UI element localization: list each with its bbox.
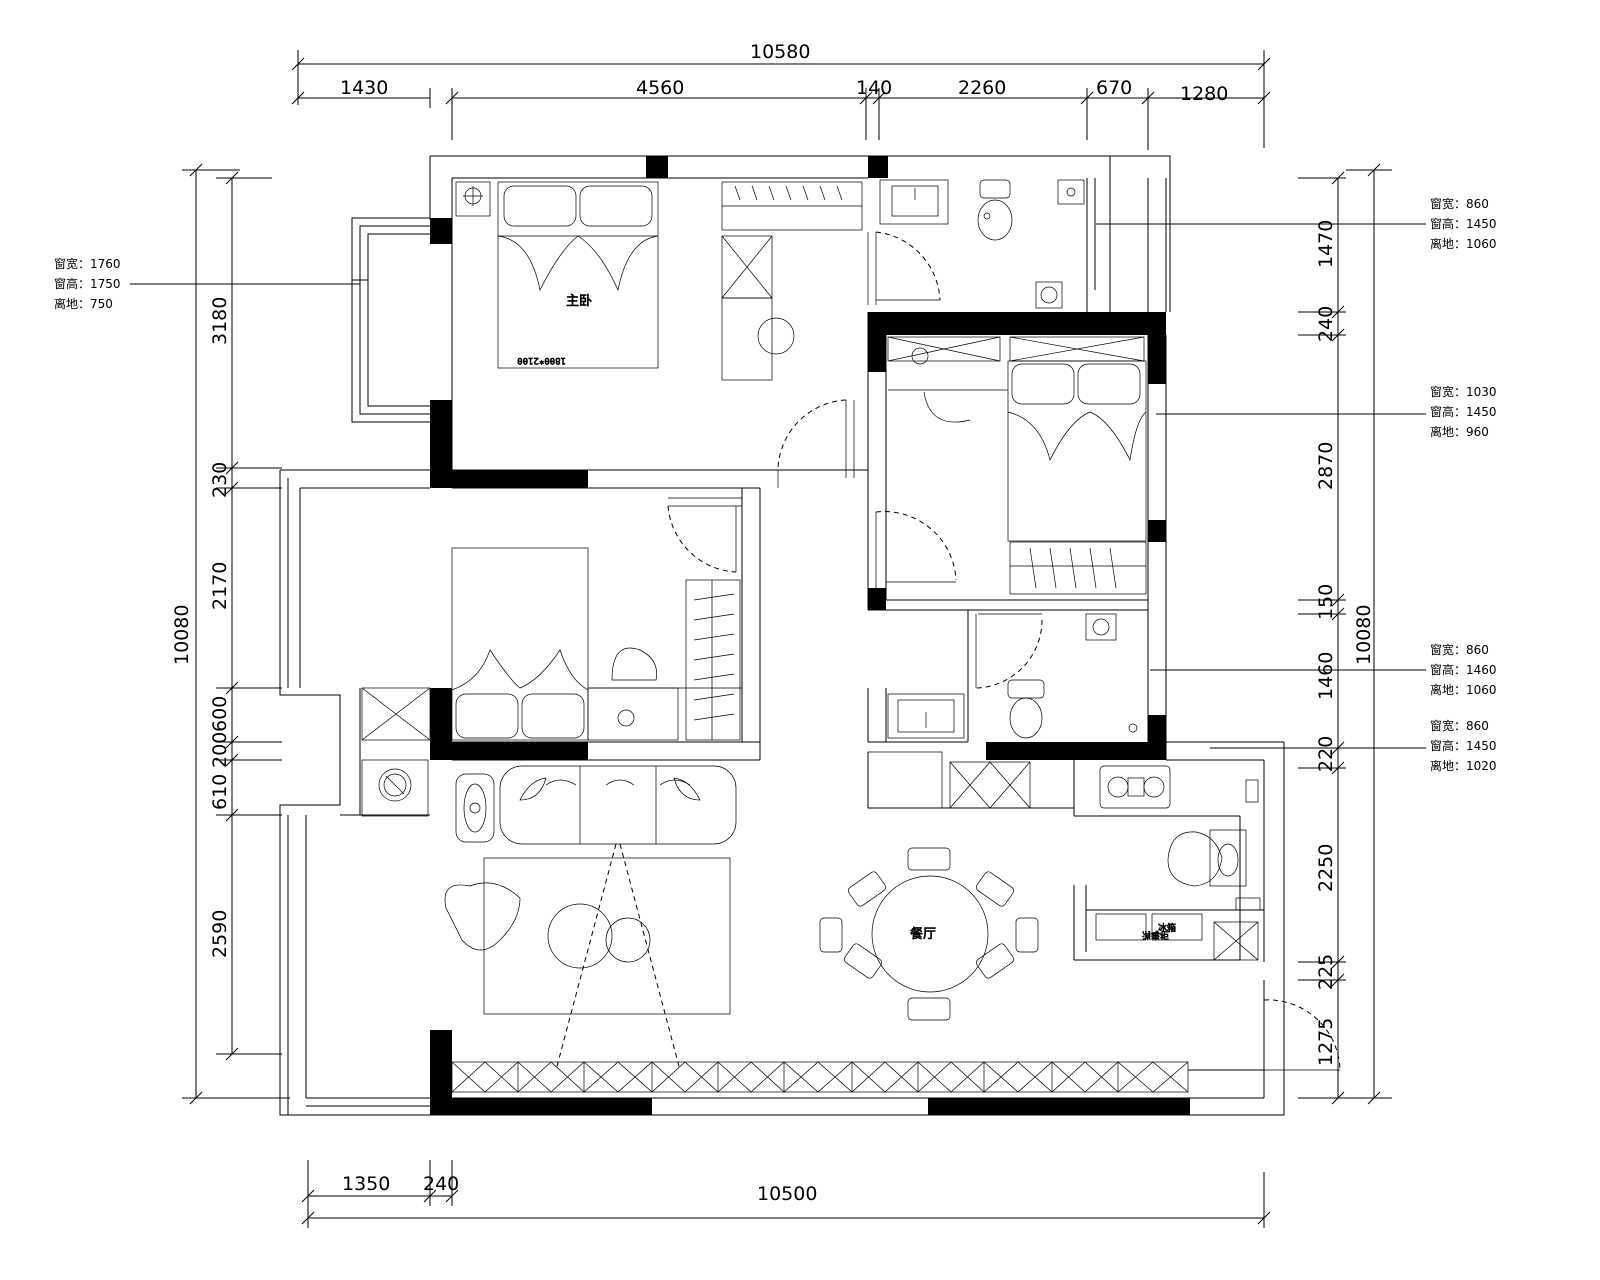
living-sofa xyxy=(444,765,737,1071)
svg-text:窗高：1460: 窗高：1460 xyxy=(1430,662,1497,677)
svg-text:窗宽：860: 窗宽：860 xyxy=(1430,196,1489,211)
appliance-label-1: 消毒柜 xyxy=(1142,929,1169,941)
svg-text:窗高：1450: 窗高：1450 xyxy=(1430,216,1497,231)
svg-text:窗宽：860: 窗宽：860 xyxy=(1430,642,1489,657)
bottom-dim-1: 1350 xyxy=(342,1173,390,1195)
wardrobe-master xyxy=(721,181,863,381)
right-dim-5: 1460 xyxy=(1315,652,1337,700)
right-dim-8: 225 xyxy=(1315,954,1337,990)
left-dim-3: 2170 xyxy=(209,562,231,610)
left-dim-2: 230 xyxy=(209,462,231,498)
top-dim-1: 1430 xyxy=(340,77,388,99)
top-total-dim: 10580 xyxy=(750,41,810,63)
bedroom3-furniture xyxy=(887,336,1147,595)
right-dim-4: 150 xyxy=(1315,584,1337,620)
bathroom2-window-note: 窗宽：860 窗高：1460 离地：1060 xyxy=(1150,642,1497,697)
right-dim-9: 1275 xyxy=(1315,1018,1337,1066)
top-dim-2: 4560 xyxy=(636,77,684,99)
solid-walls xyxy=(430,156,1190,1115)
master-bed: 1800*2100 主卧 xyxy=(497,181,659,369)
right-dim-1: 1470 xyxy=(1315,220,1337,268)
left-total-dim: 10080 xyxy=(171,605,193,665)
bathroom1-fixtures xyxy=(879,179,1085,309)
svg-text:离地：960: 离地：960 xyxy=(1430,424,1489,439)
top-dim-3: 140 xyxy=(856,77,892,99)
bottom-dim-2: 240 xyxy=(423,1173,459,1195)
svg-text:窗宽：1760: 窗宽：1760 xyxy=(54,256,121,271)
svg-text:离地：750: 离地：750 xyxy=(54,296,113,311)
svg-text:离地：1020: 离地：1020 xyxy=(1430,758,1497,773)
bathroom2-fixtures xyxy=(887,613,1138,739)
balcony-appliances xyxy=(361,687,431,817)
svg-text:窗高：1750: 窗高：1750 xyxy=(54,276,121,291)
svg-text:窗宽：860: 窗宽：860 xyxy=(1430,718,1489,733)
right-dim-7: 2250 xyxy=(1315,844,1337,892)
bedroom2-furniture xyxy=(451,547,742,741)
window-notes: 窗宽：1760 窗高：1750 离地：750 窗宽：860 窗高：1450 离地… xyxy=(54,196,1497,773)
svg-text:窗宽：1030: 窗宽：1030 xyxy=(1430,384,1497,399)
svg-text:离地：1060: 离地：1060 xyxy=(1430,236,1497,251)
left-window-note: 窗宽：1760 窗高：1750 离地：750 xyxy=(54,256,360,311)
top-dim-5: 670 xyxy=(1096,77,1132,99)
top-dim-4: 2260 xyxy=(958,77,1006,99)
kitchen-fixtures: 消毒柜 冰箱 xyxy=(867,751,1261,961)
dimension-lines xyxy=(182,50,1392,1228)
left-dim-7: 2590 xyxy=(209,910,231,958)
left-dim-6: 610 xyxy=(209,774,231,810)
bedroom2-window-note: 窗宽：1030 窗高：1450 离地：960 xyxy=(1156,384,1497,439)
doors xyxy=(667,231,1341,1071)
dining-label: 餐厅 xyxy=(910,926,936,942)
tv-cabinet xyxy=(451,1061,1189,1093)
top-dim-6: 1280 xyxy=(1180,83,1228,105)
left-dim-4: 600 xyxy=(209,696,231,732)
right-dim-3: 2870 xyxy=(1315,442,1337,490)
left-dim-5: 200 xyxy=(209,732,231,768)
right-dim-6: 220 xyxy=(1315,736,1337,772)
dining-table: 餐厅 xyxy=(819,847,1039,1021)
left-dim-1: 3180 xyxy=(209,297,231,345)
svg-text:离地：1060: 离地：1060 xyxy=(1430,682,1497,697)
appliance-label-2: 冰箱 xyxy=(1158,922,1176,934)
svg-text:窗高：1450: 窗高：1450 xyxy=(1430,738,1497,753)
master-bedroom-label: 主卧 xyxy=(566,294,592,309)
right-total-dim: 10080 xyxy=(1353,605,1375,665)
right-dim-2: 240 xyxy=(1315,306,1337,342)
bed-size-label: 1800*2100 xyxy=(517,355,566,365)
kitchen-window-note: 窗宽：860 窗高：1450 离地：1020 xyxy=(1210,718,1497,773)
floor-drain-icon xyxy=(455,181,491,217)
svg-text:窗高：1450: 窗高：1450 xyxy=(1430,404,1497,419)
bathroom-window-note: 窗宽：860 窗高：1450 离地：1060 xyxy=(1096,196,1497,251)
outline-walls xyxy=(279,155,1285,1116)
bottom-total-dim: 10500 xyxy=(757,1183,817,1205)
dimension-labels: 10580 1430 4560 140 2260 670 1280 1350 2… xyxy=(171,41,1375,1205)
